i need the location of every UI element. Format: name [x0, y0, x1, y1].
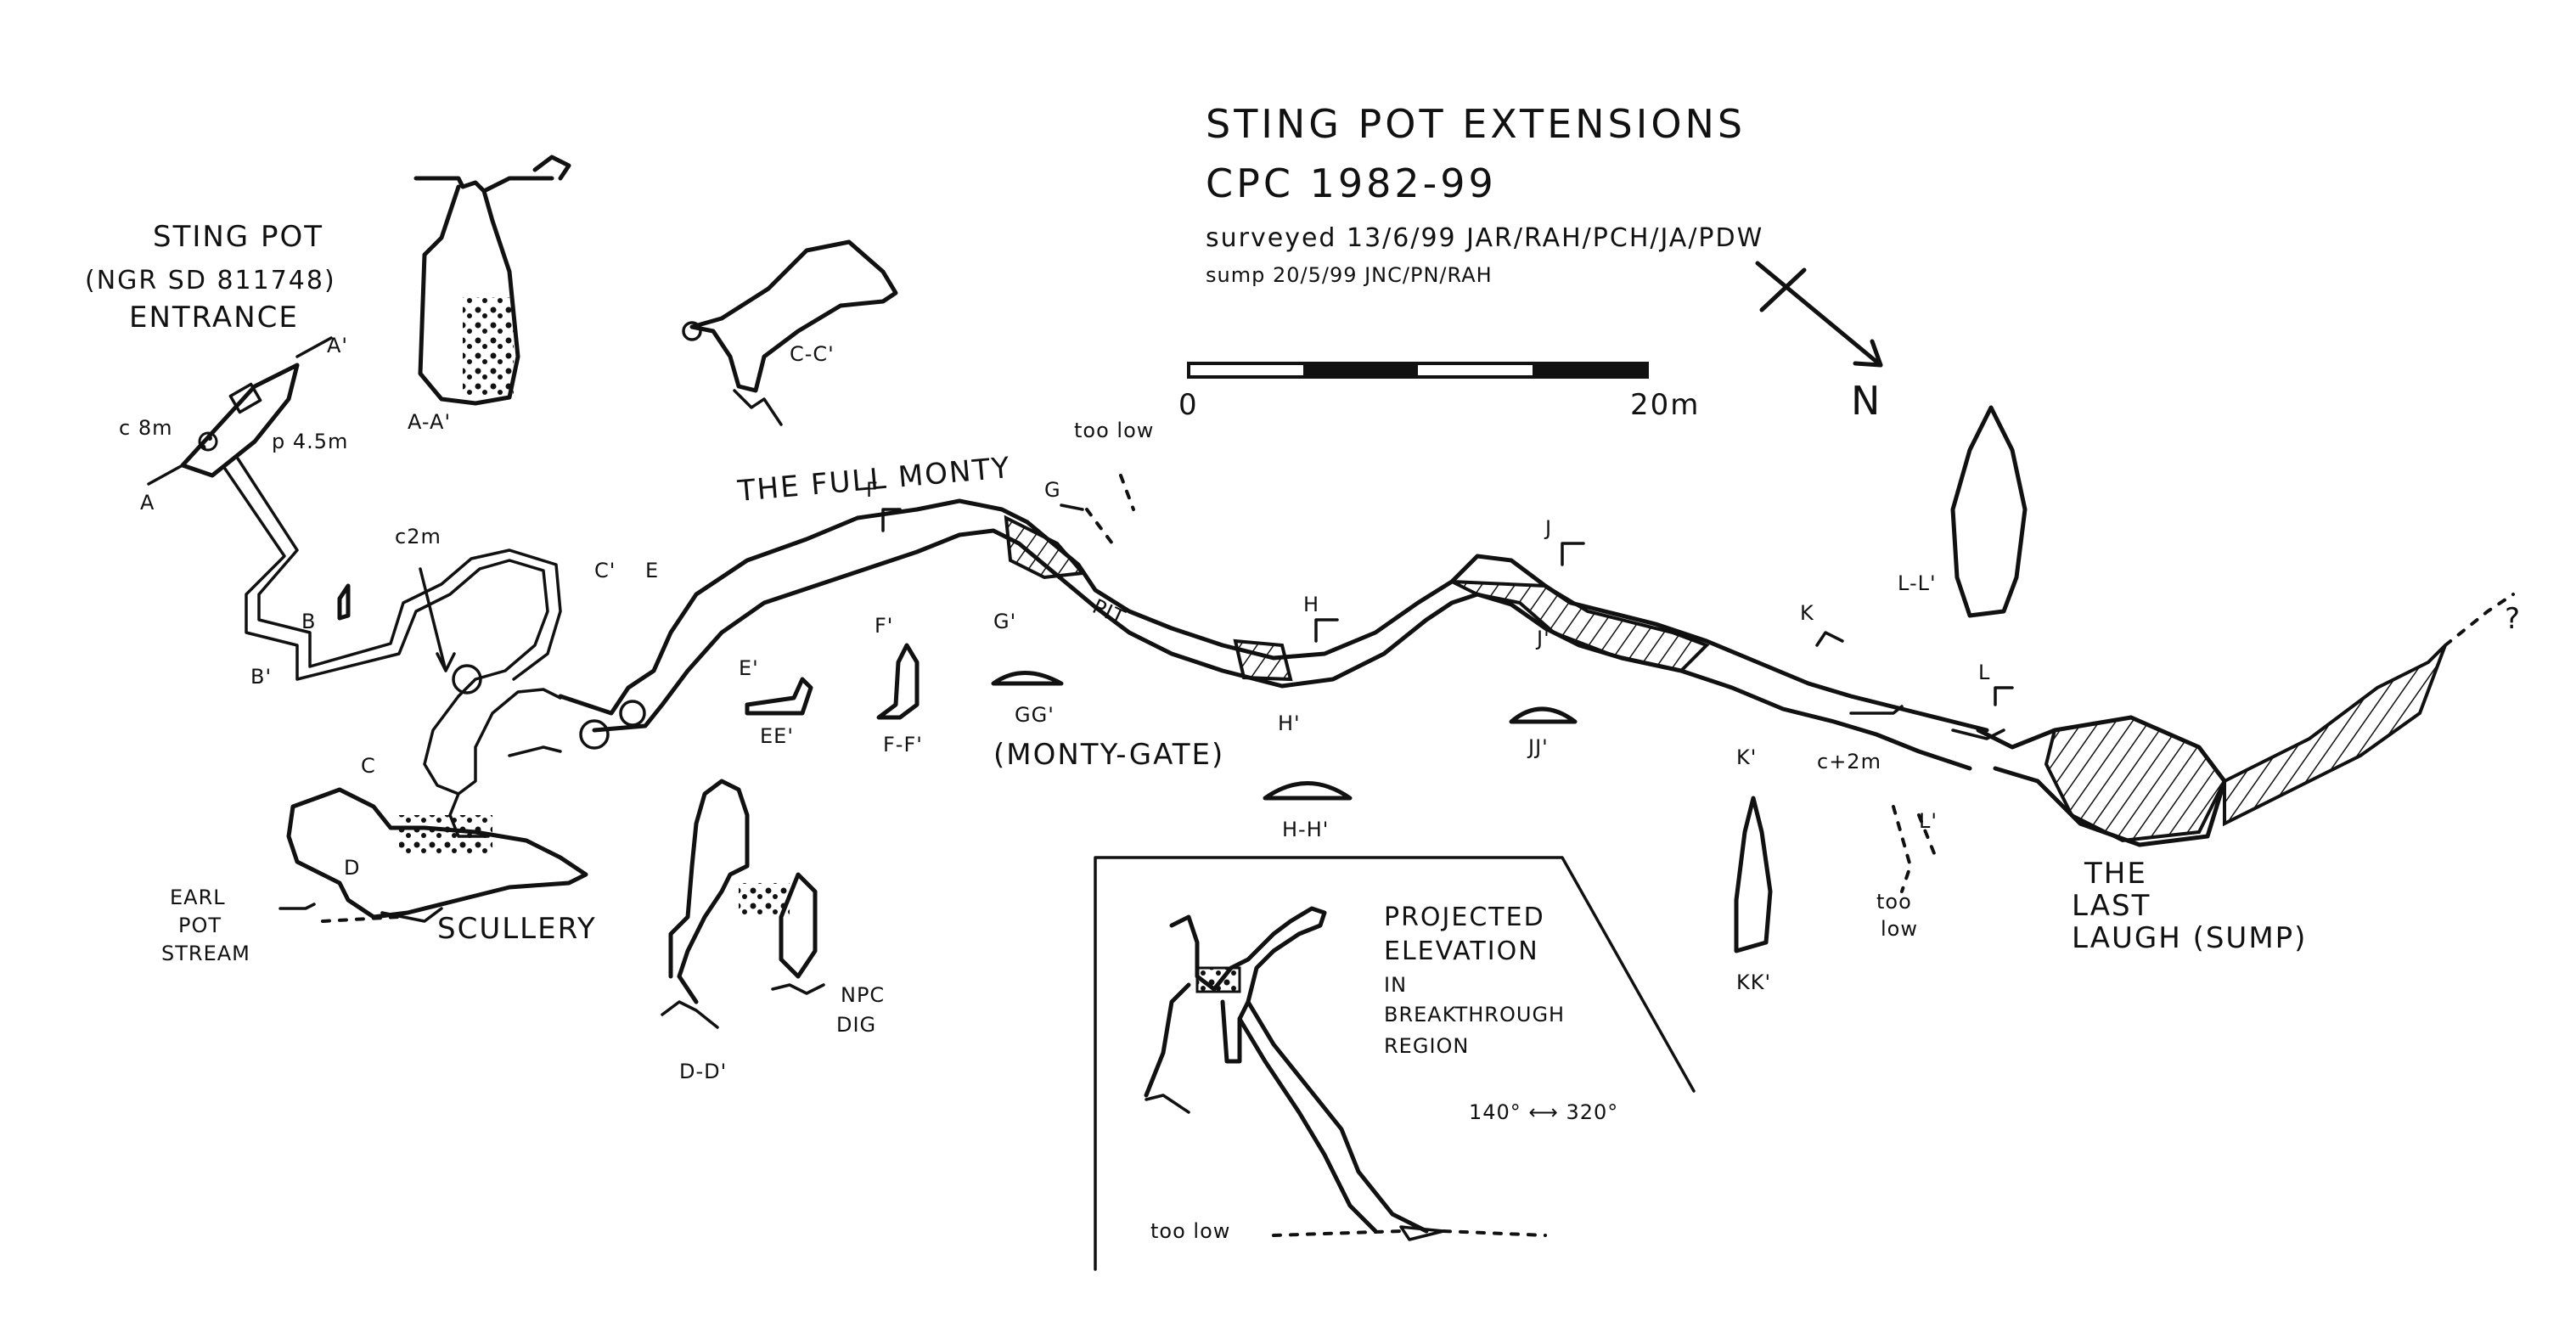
- marker-l-prime: L': [1919, 809, 1938, 833]
- marker-b: B: [301, 610, 316, 633]
- marker-a-prime: A': [327, 334, 348, 357]
- too-low-label-2a: too: [1876, 890, 1912, 914]
- marker-g: G: [1044, 478, 1061, 502]
- marker-e: E: [645, 559, 659, 582]
- marker-b-prime: B': [250, 665, 272, 689]
- survey-title: STING POT EXTENSIONS: [1206, 101, 1746, 147]
- earl-pot-label-2: POT: [178, 914, 222, 937]
- entrance-ngr: (NGR SD 811748): [85, 266, 336, 295]
- section-dd: D-D' NPC DIG: [661, 779, 885, 1083]
- scullery-label: SCULLERY: [437, 912, 597, 946]
- monty-gate-label: (MONTY-GATE): [993, 738, 1224, 772]
- section-aa: A-A': [408, 155, 571, 434]
- sump-date-surveyors: sump 20/5/99 JNC/PN/RAH: [1206, 263, 1493, 287]
- inset-title-4: BREAKTHROUGH: [1384, 1003, 1565, 1026]
- survey-date-surveyors: surveyed 13/6/99 JAR/RAH/PCH/JA/PDW: [1206, 223, 1763, 253]
- marker-a: A: [140, 491, 155, 515]
- marker-arrows: [881, 503, 2014, 706]
- marker-f: F: [866, 478, 879, 502]
- c2m-label: c2m: [395, 525, 442, 548]
- section-ee: EE': [745, 677, 813, 748]
- entrance-depth-right: p 4.5m: [272, 430, 348, 453]
- marker-d: D: [344, 856, 360, 880]
- section-ff-label: F-F': [883, 733, 923, 756]
- marker-c: C: [361, 754, 376, 778]
- marker-h-prime: H': [1278, 711, 1301, 735]
- marker-f-prime: F': [875, 614, 893, 638]
- section-hh: H-H': [1263, 781, 1353, 841]
- section-ll: L-L': [1898, 405, 2028, 618]
- inset-bearing: 140° ⟷ 320°: [1469, 1100, 1618, 1124]
- section-cc-label: C-C': [790, 342, 835, 366]
- npc-label-1: NPC: [841, 983, 885, 1007]
- section-dd-label: D-D': [679, 1060, 727, 1083]
- section-markers: A A' B B' C C' D E E' F F' G G' H H' J J…: [140, 334, 1990, 880]
- inset-title-2: ELEVATION: [1384, 936, 1539, 966]
- side-passage: [423, 688, 562, 838]
- chamber-marker-3: [619, 700, 646, 727]
- marker-h: H: [1303, 593, 1319, 616]
- marker-j-prime: J': [1535, 627, 1550, 650]
- too-low-label-1: too low: [1074, 419, 1154, 442]
- unknown-continuation-label: ?: [2505, 602, 2522, 636]
- marker-j: J: [1544, 516, 1552, 540]
- inset-title-5: REGION: [1384, 1034, 1469, 1058]
- main-passage: [558, 474, 2515, 893]
- section-kk-label: KK': [1736, 970, 1771, 994]
- marker-c-prime: C': [594, 559, 616, 582]
- north-label: N: [1851, 378, 1883, 424]
- marker-e-prime: E': [739, 656, 759, 680]
- inset-too-low: too low: [1150, 1219, 1230, 1243]
- section-ff: F-F': [876, 643, 923, 756]
- bedding-marker: [337, 583, 351, 621]
- marker-l: L: [1978, 661, 1990, 684]
- last-laugh-label-2: LAST: [2072, 889, 2151, 923]
- north-arrow-icon: N: [1755, 261, 1883, 424]
- entrance-name: STING POT: [153, 220, 323, 254]
- too-low-label-2b: low: [1881, 917, 1918, 941]
- section-gg-label: GG': [1015, 703, 1055, 727]
- inset-title-3: IN: [1384, 973, 1407, 997]
- section-gg: GG' (MONTY-GATE): [991, 671, 1224, 772]
- npc-label-2: DIG: [836, 1013, 876, 1037]
- inset-title-1: PROJECTED: [1384, 903, 1545, 932]
- section-hh-label: H-H': [1282, 818, 1329, 841]
- entrance-depth-left: c 8m: [119, 416, 172, 440]
- marker-g-prime: G': [993, 610, 1016, 633]
- scale-end-label: 20m: [1630, 388, 1700, 422]
- title-block: STING POT EXTENSIONS CPC 1982-99 surveye…: [1206, 101, 1763, 287]
- earl-pot-label-3: STREAM: [161, 942, 250, 965]
- entrance-label: ENTRANCE: [129, 301, 299, 335]
- chamber-marker: [452, 664, 482, 695]
- last-laugh-label-3: LAUGH (SUMP): [2072, 921, 2307, 955]
- entrance-shaft: [147, 336, 333, 486]
- scale-start-label: 0: [1178, 388, 1199, 422]
- inset-projected-elevation: PROJECTED ELEVATION IN BREAKTHROUGH REGI…: [1094, 856, 1696, 1271]
- section-jj: JJ': [1509, 706, 1578, 759]
- scale-bar: 0 20m: [1178, 362, 1700, 422]
- chamber-marker-2: [579, 719, 610, 750]
- last-laugh-label-1: THE: [2084, 857, 2147, 891]
- earl-pot-label-1: EARL: [170, 886, 226, 909]
- c-plus-2m-label: c+2m: [1817, 750, 1881, 773]
- section-ee-label: EE': [760, 724, 794, 748]
- marker-k: K: [1800, 601, 1814, 625]
- section-cc: C-C': [682, 239, 898, 426]
- scullery-chamber: [286, 787, 588, 923]
- section-ll-label: L-L': [1898, 571, 1937, 595]
- pit-label: PIT: [1088, 594, 1128, 630]
- section-aa-label: A-A': [408, 410, 451, 434]
- section-kk: KK': [1734, 796, 1773, 994]
- leader-c2m: [419, 567, 456, 672]
- stream-arrow: [508, 745, 562, 757]
- section-jj-label: JJ': [1527, 735, 1549, 759]
- entrance-label-group: STING POT (NGR SD 811748) ENTRANCE c 8m …: [85, 220, 348, 453]
- entrance-passage: [223, 457, 562, 698]
- earl-pot-stream: EARL POT STREAM: [161, 886, 401, 965]
- survey-club-years: CPC 1982-99: [1206, 160, 1497, 206]
- marker-k-prime: K': [1736, 745, 1757, 769]
